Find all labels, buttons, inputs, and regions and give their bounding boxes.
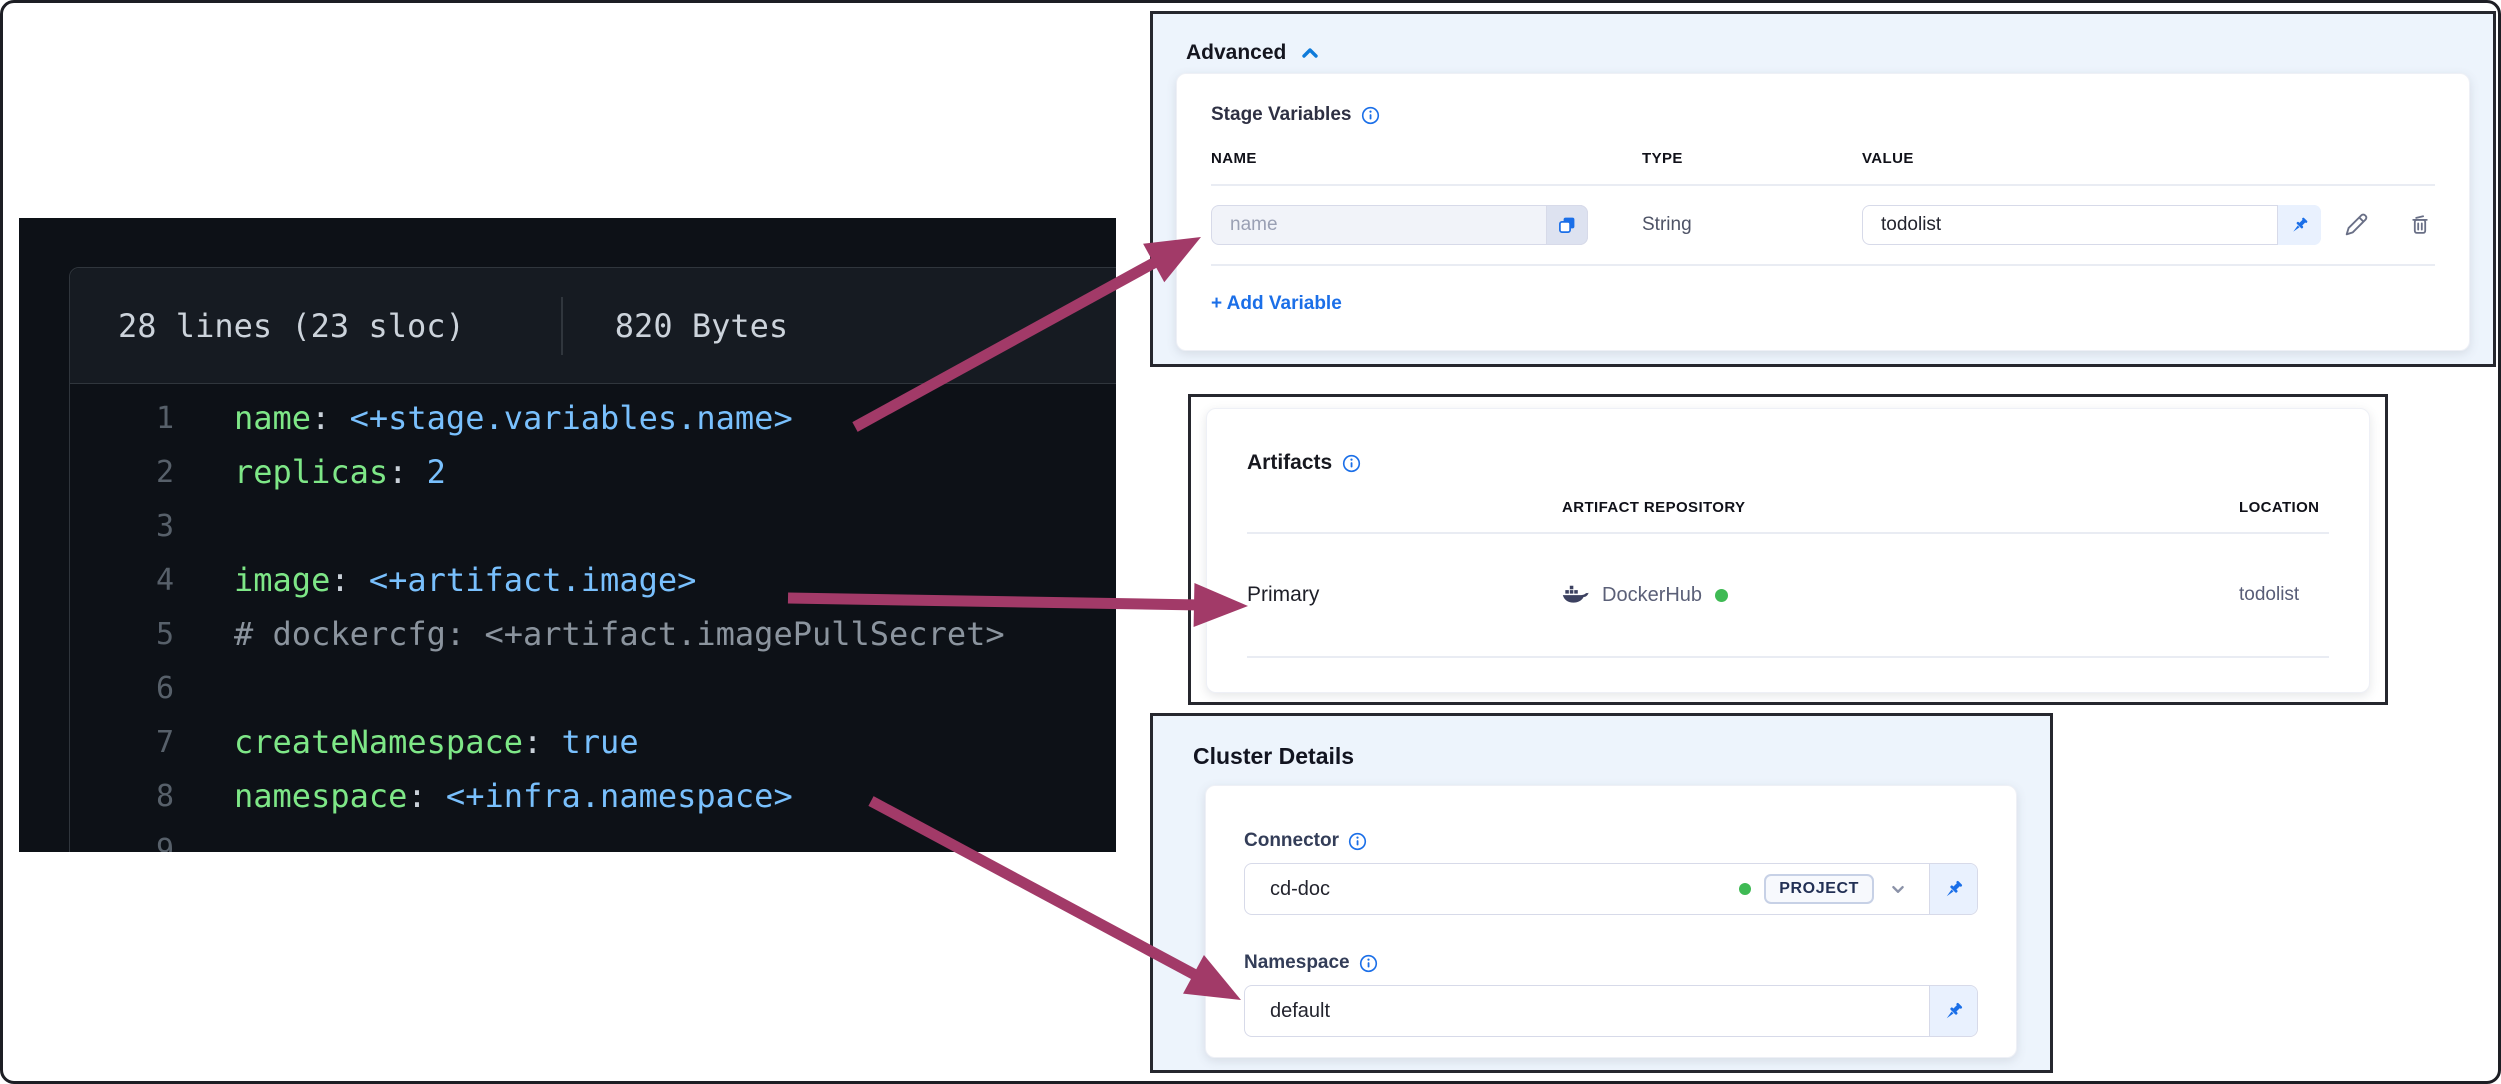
header-divider <box>560 296 563 355</box>
variable-value-input[interactable] <box>1862 205 2321 245</box>
advanced-panel: Advanced Stage Variables NAME TYPE VALUE <box>1150 11 2496 367</box>
divider <box>1247 532 2329 534</box>
status-dot <box>1715 588 1729 602</box>
artifacts-panel: Artifacts ARTIFACT REPOSITORY LOCATION P… <box>1188 394 2388 705</box>
file-size-info: 820 Bytes <box>614 306 789 345</box>
artifacts-title-row: Artifacts <box>1247 451 2329 475</box>
artifact-row[interactable]: Primary DockerHub todolist <box>1247 534 2329 656</box>
variable-value-cell <box>1862 205 2435 245</box>
scope-badge: PROJECT <box>1764 874 1874 904</box>
cluster-details-card: Connector cd-doc PROJECT <box>1205 785 2017 1058</box>
pin-icon[interactable] <box>1929 864 1977 914</box>
line-number: 8 <box>155 778 174 814</box>
variable-name-field <box>1211 205 1588 245</box>
line-number: 7 <box>155 724 174 760</box>
info-icon[interactable] <box>1361 106 1380 125</box>
artifact-location: todolist <box>2239 584 2300 605</box>
column-header-location: LOCATION <box>2239 499 2320 516</box>
copy-icon[interactable] <box>1546 205 1588 245</box>
cluster-details-panel: Cluster Details Connector cd-doc PROJECT <box>1150 713 2053 1073</box>
connector-value: cd-doc <box>1270 877 1331 900</box>
info-icon[interactable] <box>1348 832 1367 851</box>
variable-value-field <box>1862 205 2321 245</box>
variable-type-text: String <box>1642 214 1692 235</box>
code-line: 6 <box>70 661 1116 715</box>
line-number: 5 <box>155 616 174 652</box>
code-line: 3 <box>70 499 1116 553</box>
advanced-title-row: Advanced <box>1153 14 2493 65</box>
info-icon[interactable] <box>1359 954 1378 973</box>
info-icon[interactable] <box>1342 454 1361 473</box>
line-number: 1 <box>155 400 174 436</box>
connector-label-row: Connector <box>1244 830 1978 852</box>
divider <box>1247 656 2329 658</box>
chevron-up-icon[interactable] <box>1298 41 1322 65</box>
artifact-repository-name: DockerHub <box>1602 583 1703 606</box>
stage-variables-card: Stage Variables NAME TYPE VALUE String <box>1176 73 2470 351</box>
variables-table-header: NAME TYPE VALUE <box>1211 150 2435 167</box>
variable-row: String <box>1211 186 2435 264</box>
connector-label: Connector <box>1244 830 1339 851</box>
divider <box>1211 264 2435 266</box>
line-number: 4 <box>155 562 174 598</box>
line-number: 9 <box>155 832 174 853</box>
namespace-value: default <box>1270 999 1331 1022</box>
advanced-title: Advanced <box>1186 41 1287 64</box>
pin-icon[interactable] <box>2277 205 2321 245</box>
column-header-name: NAME <box>1211 150 1257 167</box>
file-lines-info: 28 lines (23 sloc) <box>118 306 465 345</box>
connector-meta: PROJECT <box>1739 874 1913 904</box>
artifacts-table-header: ARTIFACT REPOSITORY LOCATION <box>1247 499 2329 516</box>
code-line: 5# dockercfg: <+artifact.imagePullSecret… <box>70 607 1116 661</box>
column-header-repository: ARTIFACT REPOSITORY <box>1562 499 1746 516</box>
connector-select[interactable]: cd-doc PROJECT <box>1244 863 1978 915</box>
code-line: 9 <box>70 823 1116 853</box>
file-header: 28 lines (23 sloc) 820 Bytes <box>70 268 1116 384</box>
artifacts-card: Artifacts ARTIFACT REPOSITORY LOCATION P… <box>1206 408 2370 693</box>
artifacts-title: Artifacts <box>1247 451 1333 474</box>
stage-variables-label: Stage Variables <box>1211 104 1352 125</box>
namespace-input[interactable]: default <box>1244 985 1978 1037</box>
column-header-value: VALUE <box>1862 150 1914 167</box>
edit-icon[interactable] <box>2341 211 2370 240</box>
cluster-details-title: Cluster Details <box>1193 743 1355 769</box>
stage-variables-label-row: Stage Variables <box>1211 104 2435 126</box>
line-number: 6 <box>155 670 174 706</box>
artifact-primary-label: Primary <box>1247 583 1320 606</box>
column-header-type: TYPE <box>1642 150 1683 167</box>
delete-icon[interactable] <box>2406 211 2434 239</box>
add-variable-link[interactable]: + Add Variable <box>1211 293 1342 314</box>
line-number: 3 <box>155 508 174 544</box>
artifact-repository-cell: DockerHub <box>1562 584 2239 607</box>
variable-name-input[interactable] <box>1211 205 1588 245</box>
chevron-down-icon[interactable] <box>1887 878 1909 900</box>
line-number: 2 <box>155 454 174 490</box>
namespace-label: Namespace <box>1244 952 1350 973</box>
docker-whale-icon <box>1562 585 1589 606</box>
status-dot <box>1739 883 1752 895</box>
namespace-label-row: Namespace <box>1244 952 1978 974</box>
divider <box>1211 184 2435 186</box>
pin-icon[interactable] <box>1929 986 1977 1036</box>
